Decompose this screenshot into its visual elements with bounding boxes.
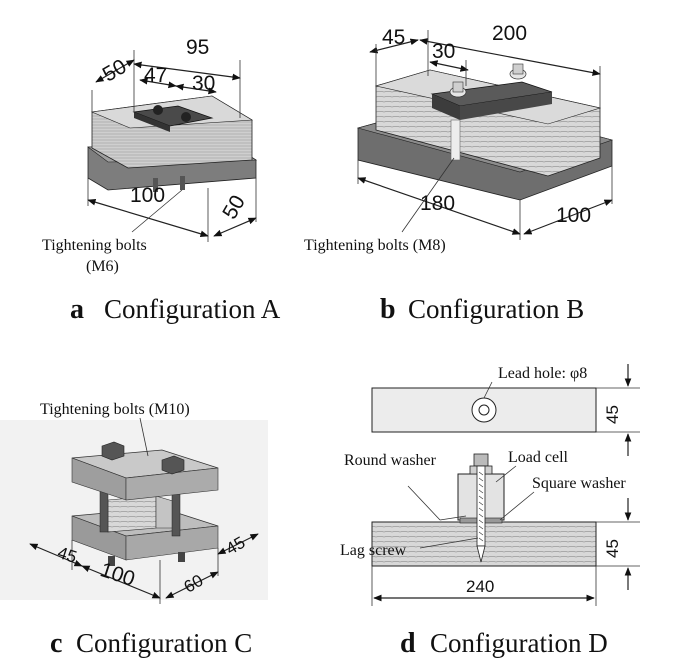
panel-d-dim-45-top: 45 bbox=[603, 405, 622, 424]
panel-c-caption-letter: c bbox=[50, 628, 62, 659]
panel-b-dim-100: 100 bbox=[556, 204, 591, 227]
panel-a-dimension-lines bbox=[87, 50, 257, 242]
panel-b-dim-180: 180 bbox=[420, 192, 455, 215]
panel-a-dim-50-side: 50 bbox=[218, 191, 250, 223]
panel-c-timber-block bbox=[107, 495, 177, 533]
panel-b-callout-bolts: Tightening bolts (M8) bbox=[304, 237, 446, 254]
panel-a: 95 50 47 30 100 50 Tightening bolts (M6)… bbox=[42, 36, 281, 325]
panel-d-load-cell-label: Load cell bbox=[508, 449, 569, 466]
panel-d-dim-45-bottom: 45 bbox=[603, 539, 622, 558]
panel-b-tightening-bolt bbox=[450, 119, 461, 161]
panel-d-dimension-lines bbox=[371, 364, 640, 606]
panel-d-square-washer-label: Square washer bbox=[532, 475, 626, 492]
panel-a-steel-plate bbox=[132, 105, 214, 132]
panel-a-dim-95: 95 bbox=[186, 36, 209, 59]
panel-d-top-view-timber bbox=[371, 381, 597, 433]
panel-d-caption-text: Configuration D bbox=[430, 628, 608, 658]
panel-c: Tightening bolts (M10) 45 100 60 45 c Co… bbox=[0, 401, 268, 659]
panel-a-tightening-bolts bbox=[153, 176, 185, 192]
panel-d: Lead hole: φ8 Round washer Load cell Squ… bbox=[340, 364, 640, 659]
panel-b-caption-text: Configuration B bbox=[408, 294, 584, 324]
panel-b-dim-200: 200 bbox=[492, 22, 527, 45]
panel-b-caption-letter: b bbox=[380, 294, 396, 325]
panel-a-callout-bolts: Tightening bolts bbox=[42, 237, 147, 254]
panel-a-dim-30: 30 bbox=[192, 72, 215, 95]
panel-c-top-plate bbox=[71, 441, 219, 501]
panel-d-dim-240: 240 bbox=[466, 577, 494, 596]
panel-a-dim-47: 47 bbox=[144, 64, 167, 87]
panel-c-dimension-lines bbox=[29, 417, 259, 604]
panel-d-lag-screw-label: Lag screw bbox=[340, 542, 407, 559]
panel-b-dimension-lines bbox=[357, 30, 613, 240]
panel-c-caption-text: Configuration C bbox=[76, 628, 252, 658]
panel-d-side-view bbox=[371, 453, 597, 567]
panel-a-dim-100: 100 bbox=[130, 184, 165, 207]
panel-b-dim-45: 45 bbox=[382, 26, 405, 49]
panel-d-lag-screw bbox=[476, 465, 486, 547]
panel-b: 45 200 30 180 100 Tightening bolts (M8) … bbox=[304, 22, 614, 325]
panel-a-timber-block bbox=[90, 95, 253, 169]
panel-c-callout-bolts: Tightening bolts (M10) bbox=[40, 401, 190, 418]
panel-d-leader-lines bbox=[407, 465, 535, 549]
panel-a-caption-letter: a bbox=[70, 294, 84, 325]
panel-a-dim-50-top: 50 bbox=[99, 55, 131, 87]
panel-a-caption-text: Configuration A bbox=[104, 294, 281, 324]
panel-d-round-washer-label: Round washer bbox=[344, 452, 437, 469]
panel-c-dim-45-left: 45 bbox=[55, 543, 79, 567]
panel-d-screw-head bbox=[473, 453, 489, 467]
panel-d-lead-hole-label: Lead hole: φ8 bbox=[498, 365, 587, 382]
panel-d-caption-letter: d bbox=[400, 628, 416, 659]
panel-b-dim-30: 30 bbox=[432, 40, 455, 63]
panel-a-callout-size: (M6) bbox=[86, 258, 119, 275]
